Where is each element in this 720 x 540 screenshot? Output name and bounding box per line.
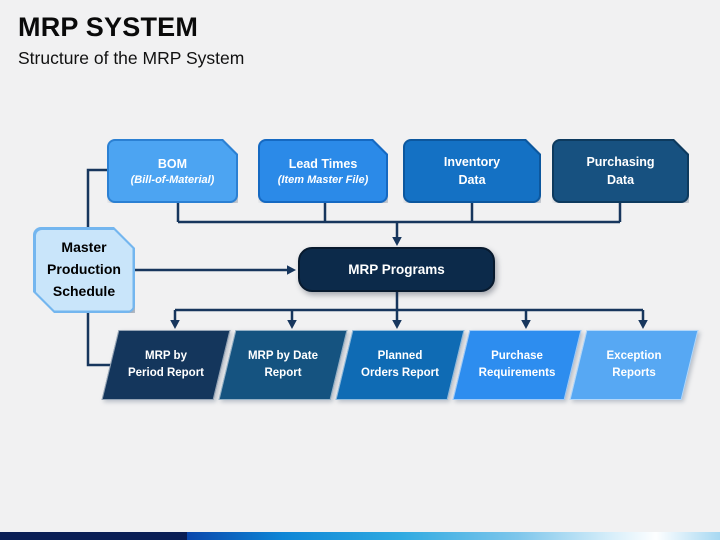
arrowheads: [170, 237, 648, 329]
page-title: MRP SYSTEM: [18, 12, 199, 42]
node-purchasing-data-label: Purchasing Data: [586, 154, 655, 187]
node-inventory-data-body: Inventory Data: [405, 141, 539, 201]
node-mrp-by-date-report-label: MRP by Date Report: [247, 349, 319, 379]
node-inventory-data: Inventory Data: [403, 139, 541, 203]
page-subtitle: Structure of the MRP System: [18, 48, 245, 68]
node-planned-orders-report-label: Planned Orders Report: [361, 349, 439, 379]
node-purchasing-data: Purchasing Data: [552, 139, 689, 203]
node-bom-label: BOM: [157, 156, 188, 171]
node-master-production-schedule-label: Master Production Schedule: [36, 230, 133, 311]
node-bom-body: BOM (Bill-of-Material): [109, 141, 236, 201]
node-purchase-requirements-label: Purchase Requirements: [478, 349, 556, 379]
node-bom-sublabel: (Bill-of-Material): [130, 173, 215, 186]
node-purchasing-data-body: Purchasing Data: [554, 141, 687, 201]
node-exception-reports-label: Exception Reports: [606, 349, 662, 379]
footer-bar-left: [0, 532, 187, 540]
node-lead-times-sublabel: (Item Master File): [277, 173, 369, 186]
footer-bar-gradient: [187, 532, 720, 540]
node-bom: BOM (Bill-of-Material): [107, 139, 238, 203]
node-mrp-programs: MRP Programs: [298, 247, 495, 292]
node-mrp-by-period-report: MRP by Period Report: [110, 330, 222, 400]
node-lead-times: Lead Times (Item Master File): [258, 139, 388, 203]
node-mrp-by-date-report: MRP by Date Report: [227, 330, 339, 400]
node-purchase-requirements: Purchase Requirements: [461, 330, 573, 400]
node-mrp-programs-label: MRP Programs: [348, 262, 445, 277]
node-lead-times-label: Lead Times: [288, 156, 358, 171]
node-master-production-schedule: Master Production Schedule: [33, 227, 135, 313]
node-lead-times-body: Lead Times (Item Master File): [260, 141, 386, 201]
node-inventory-data-label: Inventory Data: [443, 154, 501, 187]
node-mrp-by-period-report-label: MRP by Period Report: [127, 349, 205, 379]
node-planned-orders-report: Planned Orders Report: [344, 330, 456, 400]
node-exception-reports: Exception Reports: [578, 330, 690, 400]
